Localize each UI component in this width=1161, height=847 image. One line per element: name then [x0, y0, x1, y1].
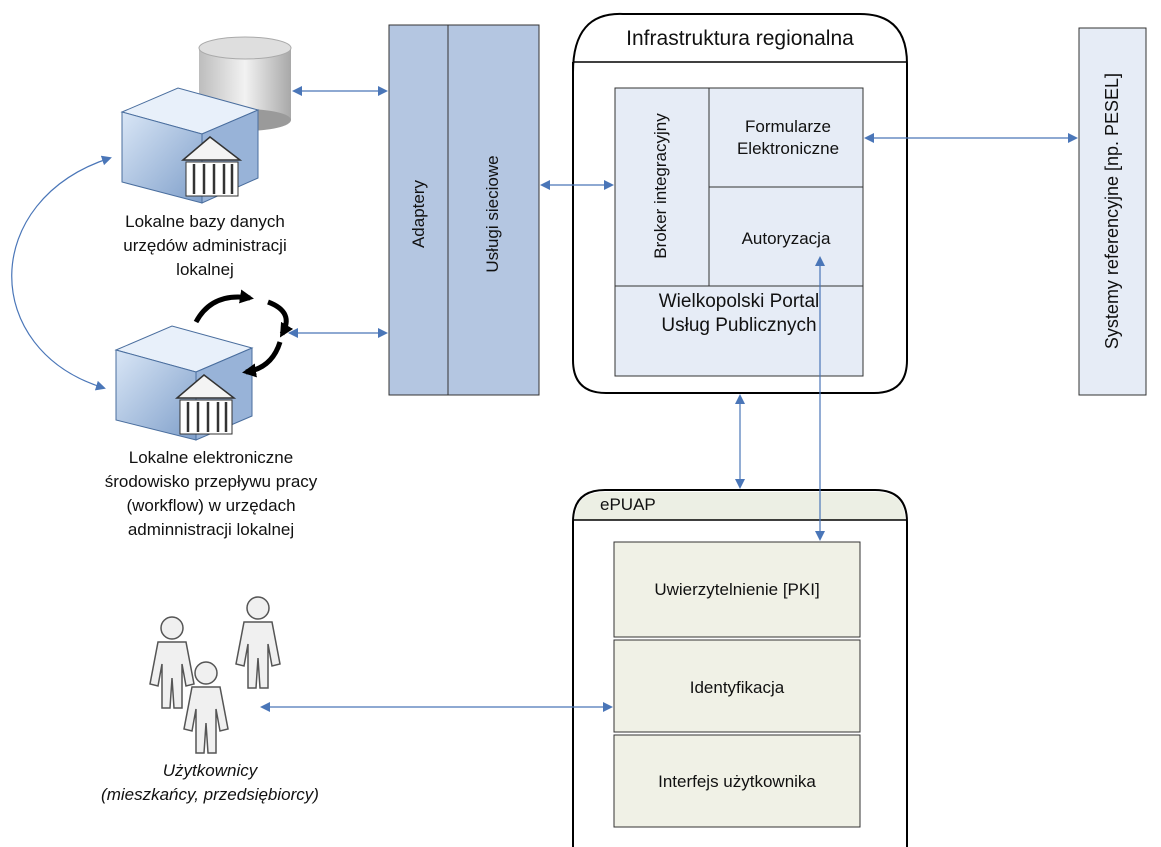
uslugi-label: Usługi sieciowe — [483, 155, 502, 273]
office-building-icon-2 — [114, 325, 254, 441]
epuap-layer-ui: Interfejs użytkownika — [658, 772, 816, 791]
epuap-title: ePUAP — [600, 495, 656, 514]
portal-label: Wielkopolski Portal Usług Publicznych — [658, 291, 820, 336]
users-subtitle: (mieszkańcy, przedsiębiorcy) — [101, 785, 319, 804]
adaptery-label: Adaptery — [409, 179, 428, 249]
connectors — [11, 86, 1078, 712]
workflow-caption: Lokalne elektroniczne środowisko przepły… — [104, 448, 318, 539]
adapters-column — [388, 24, 540, 396]
workflow-cycle-icon — [193, 289, 294, 378]
reference-systems-box — [1078, 27, 1147, 396]
epuap-layer-pki: Uwierzytelnienie [PKI] — [654, 580, 820, 599]
users-title: Użytkownicy — [162, 761, 258, 780]
reference-label: Systemy referencyjne [np. PESEL] — [1102, 72, 1122, 350]
arrow-buildings-link — [11, 155, 112, 391]
office-building-icon-1 — [120, 87, 260, 204]
region-title: Infrastruktura regionalna — [626, 27, 854, 50]
epuap-container — [572, 489, 908, 847]
formularze-label: Formularze Elektroniczne — [736, 117, 840, 158]
epuap-layer-identification: Identyfikacja — [689, 678, 785, 697]
autoryzacja-label: Autoryzacja — [741, 229, 831, 248]
users-icon — [149, 596, 281, 754]
broker-label: Broker integracyjny — [651, 113, 670, 259]
db-caption: Lokalne bazy danych urzędów administracj… — [123, 212, 287, 279]
